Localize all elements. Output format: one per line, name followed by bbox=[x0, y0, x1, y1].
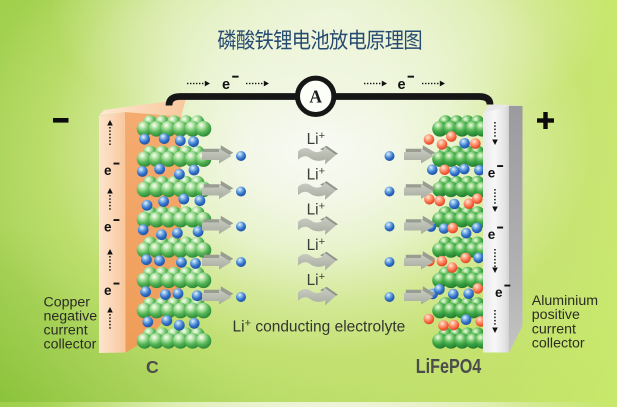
svg-text:Li+: Li+ bbox=[307, 236, 325, 254]
svg-text:Copper: Copper bbox=[44, 295, 91, 311]
svg-text:e: e bbox=[488, 227, 496, 242]
svg-text:Li+: Li+ bbox=[307, 130, 325, 148]
svg-text:e: e bbox=[104, 220, 112, 235]
svg-text:e: e bbox=[104, 163, 112, 178]
svg-text:negative: negative bbox=[44, 309, 98, 325]
svg-text:e: e bbox=[495, 285, 503, 300]
svg-text:e: e bbox=[222, 77, 230, 93]
svg-text:Li+ conducting electrolyte: Li+ conducting electrolyte bbox=[233, 317, 406, 335]
svg-text:LiFePO4: LiFePO4 bbox=[416, 356, 482, 378]
svg-text:current: current bbox=[532, 321, 576, 337]
svg-text:A: A bbox=[309, 86, 322, 106]
svg-text:e: e bbox=[488, 166, 496, 181]
svg-text:C: C bbox=[146, 357, 159, 377]
svg-text:Li+: Li+ bbox=[307, 271, 325, 289]
svg-text:Aluminium: Aluminium bbox=[532, 293, 598, 309]
svg-text:collector: collector bbox=[532, 336, 585, 352]
svg-text:collector: collector bbox=[44, 337, 97, 353]
svg-text:current: current bbox=[44, 323, 88, 339]
svg-text:Li+: Li+ bbox=[307, 165, 325, 183]
svg-text:Li+: Li+ bbox=[307, 200, 325, 218]
svg-text:e: e bbox=[398, 77, 406, 93]
svg-text:e: e bbox=[104, 283, 112, 298]
svg-text:positive: positive bbox=[532, 307, 580, 323]
